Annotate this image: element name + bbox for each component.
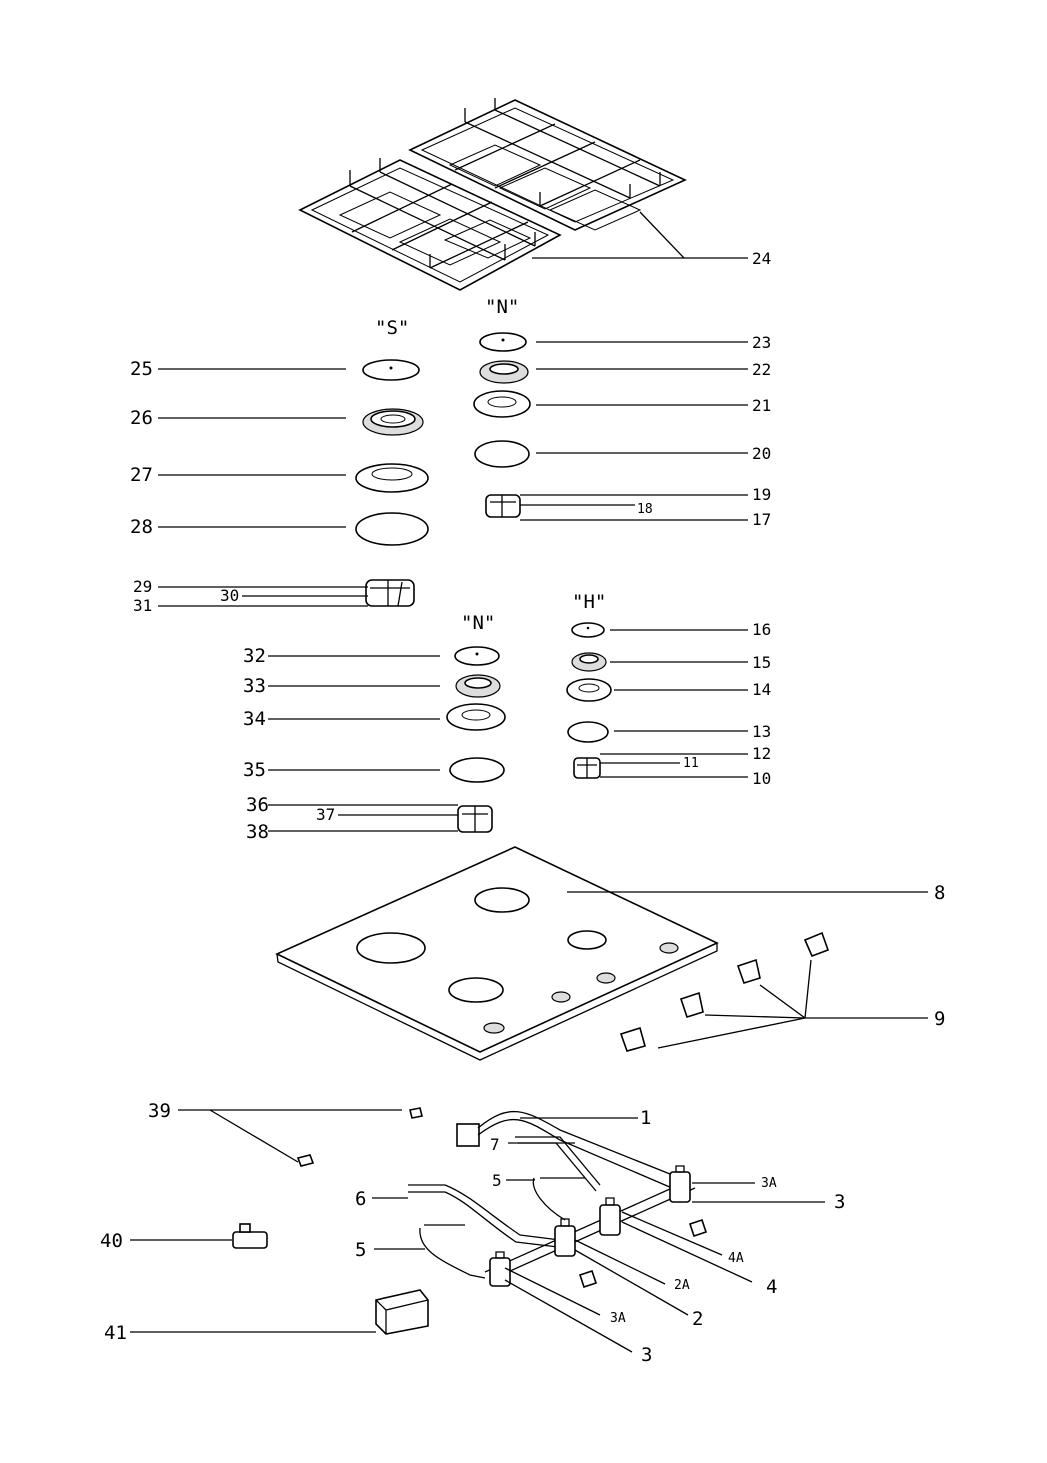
label-3a-bottom: 3A	[610, 1311, 626, 1326]
burner-cap-s	[362, 359, 420, 381]
label-26: 26	[130, 407, 153, 429]
valve-2	[554, 1218, 576, 1257]
label-34: 34	[243, 708, 266, 730]
label-3a-top: 3A	[761, 1176, 777, 1191]
label-7: 7	[490, 1135, 500, 1154]
gasket-n-top	[474, 440, 530, 468]
gasket-n-bottom	[449, 757, 505, 783]
valve-3-bottom	[489, 1251, 511, 1287]
label-3-top: 3	[834, 1191, 845, 1213]
valve-3-top	[669, 1165, 691, 1203]
burner-n-bottom-group: "N"	[446, 612, 506, 833]
clip-39-a	[409, 1107, 423, 1119]
burner-cap-n-top	[479, 332, 527, 352]
label-19: 19	[752, 485, 771, 504]
burner-h-group: "H"	[566, 591, 612, 779]
burner-base-n-bottom	[446, 703, 506, 731]
label-28: 28	[130, 516, 153, 538]
label-21: 21	[752, 396, 771, 415]
title-n-burner-bottom: "N"	[461, 612, 495, 634]
control-box-41	[375, 1289, 429, 1335]
gas-ramp-assembly	[408, 1111, 708, 1289]
label-27: 27	[130, 464, 153, 486]
cooktop-plate	[275, 846, 719, 1061]
injector-holder-n-top	[485, 494, 521, 518]
label-11: 11	[683, 756, 699, 771]
injector-holder-h	[573, 757, 601, 779]
label-36: 36	[246, 794, 269, 816]
label-37: 37	[316, 805, 335, 824]
burner-base-n-top	[473, 390, 531, 418]
label-38: 38	[246, 821, 269, 843]
label-2a: 2A	[674, 1278, 690, 1293]
label-35: 35	[243, 759, 266, 781]
label-9: 9	[934, 1008, 945, 1030]
label-33: 33	[243, 675, 266, 697]
label-17: 17	[752, 510, 771, 529]
label-14: 14	[752, 680, 771, 699]
label-24: 24	[752, 249, 771, 268]
label-15: 15	[752, 653, 771, 672]
valve-4	[599, 1197, 621, 1236]
control-knobs	[619, 931, 830, 1052]
label-5-top: 5	[492, 1171, 502, 1190]
label-41: 41	[104, 1322, 127, 1344]
label-2: 2	[692, 1308, 703, 1330]
label-16: 16	[752, 620, 771, 639]
label-4: 4	[766, 1276, 777, 1298]
label-22: 22	[752, 360, 771, 379]
injector-holder-s	[365, 579, 415, 607]
injector-holder-n-bottom	[457, 805, 493, 833]
burner-n-top-group: "N"	[473, 296, 531, 518]
title-n-burner-top: "N"	[485, 296, 519, 318]
ignition-generator-40	[232, 1223, 268, 1249]
burner-base-h	[566, 678, 612, 702]
part-labels: 24 25 26 27 28 29 30 31 23 22 21 20 19 1…	[100, 249, 945, 1366]
clip-39-b	[296, 1154, 315, 1167]
label-18: 18	[637, 502, 653, 517]
small-parts	[232, 1107, 429, 1335]
label-23: 23	[752, 333, 771, 352]
label-12: 12	[752, 744, 771, 763]
label-29: 29	[133, 577, 152, 596]
label-8: 8	[934, 882, 945, 904]
leader-lines	[130, 211, 928, 1353]
label-10: 10	[752, 769, 771, 788]
label-3-bottom: 3	[641, 1344, 652, 1366]
label-30: 30	[220, 586, 239, 605]
label-31: 31	[133, 596, 152, 615]
pan-supports	[298, 98, 687, 291]
label-4a: 4A	[728, 1251, 744, 1266]
label-20: 20	[752, 444, 771, 463]
label-39: 39	[148, 1100, 171, 1122]
label-1: 1	[640, 1107, 651, 1129]
label-40: 40	[100, 1230, 123, 1252]
burner-cap-n-bottom	[454, 646, 500, 666]
label-5-left: 5	[355, 1239, 366, 1261]
gasket-h	[567, 721, 609, 743]
gasket-s	[355, 512, 429, 546]
burner-s-group: "S"	[355, 317, 429, 607]
burner-cap-h	[571, 622, 605, 638]
label-13: 13	[752, 722, 771, 741]
label-6: 6	[355, 1188, 366, 1210]
label-32: 32	[243, 645, 266, 667]
title-s-burner: "S"	[375, 317, 409, 339]
label-25: 25	[130, 358, 153, 380]
title-h-burner: "H"	[572, 591, 606, 613]
